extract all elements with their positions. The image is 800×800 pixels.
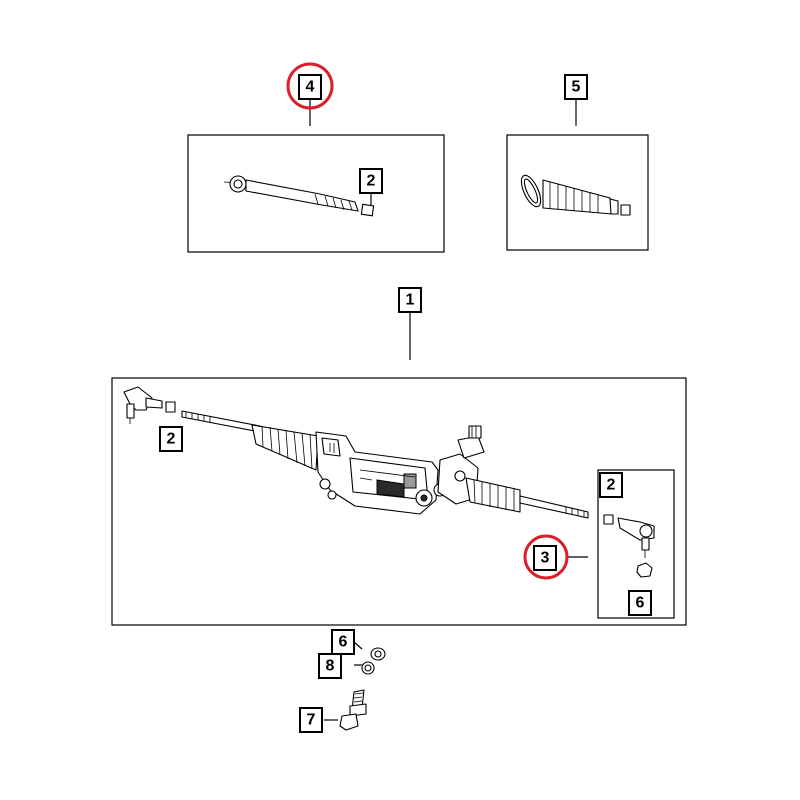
callout-2-right: 2 (599, 472, 623, 498)
callout-6-bottom: 6 (331, 629, 355, 655)
mounting-hardware (339, 647, 386, 731)
steering-gear-assembly (123, 386, 589, 519)
inner-tie-rod-frame (187, 134, 445, 253)
svg-text:1: 1 (406, 292, 415, 309)
highlight-circle-4 (286, 62, 334, 110)
callout-6-right: 6 (628, 590, 652, 616)
callout-4: 4 (298, 74, 322, 100)
boot-kit-frame (506, 134, 649, 251)
inner-tie-rod (223, 175, 375, 217)
callout-8: 8 (318, 653, 342, 679)
svg-text:4: 4 (306, 79, 315, 96)
steering-gear-frame (111, 377, 687, 626)
callout-2-left: 2 (159, 426, 183, 452)
svg-text:6: 6 (636, 595, 645, 612)
svg-text:6: 6 (339, 634, 348, 651)
callout-1: 1 (398, 287, 422, 313)
svg-text:2: 2 (367, 173, 376, 190)
svg-text:8: 8 (326, 658, 335, 675)
svg-text:5: 5 (572, 79, 581, 96)
svg-text:2: 2 (607, 477, 616, 494)
svg-text:2: 2 (167, 431, 176, 448)
callout-5: 5 (564, 74, 588, 100)
outer-tie-rod-frame (597, 469, 675, 619)
highlight-circle-3 (523, 534, 569, 580)
leader-6-bottom (353, 641, 363, 650)
callout-2-top: 2 (359, 168, 383, 194)
svg-text:3: 3 (541, 550, 550, 567)
callout-3: 3 (533, 545, 557, 571)
outer-tie-rod-end (603, 514, 655, 578)
callout-7: 7 (299, 707, 323, 733)
steering-boot-kit (520, 174, 631, 216)
svg-text:7: 7 (307, 712, 316, 729)
